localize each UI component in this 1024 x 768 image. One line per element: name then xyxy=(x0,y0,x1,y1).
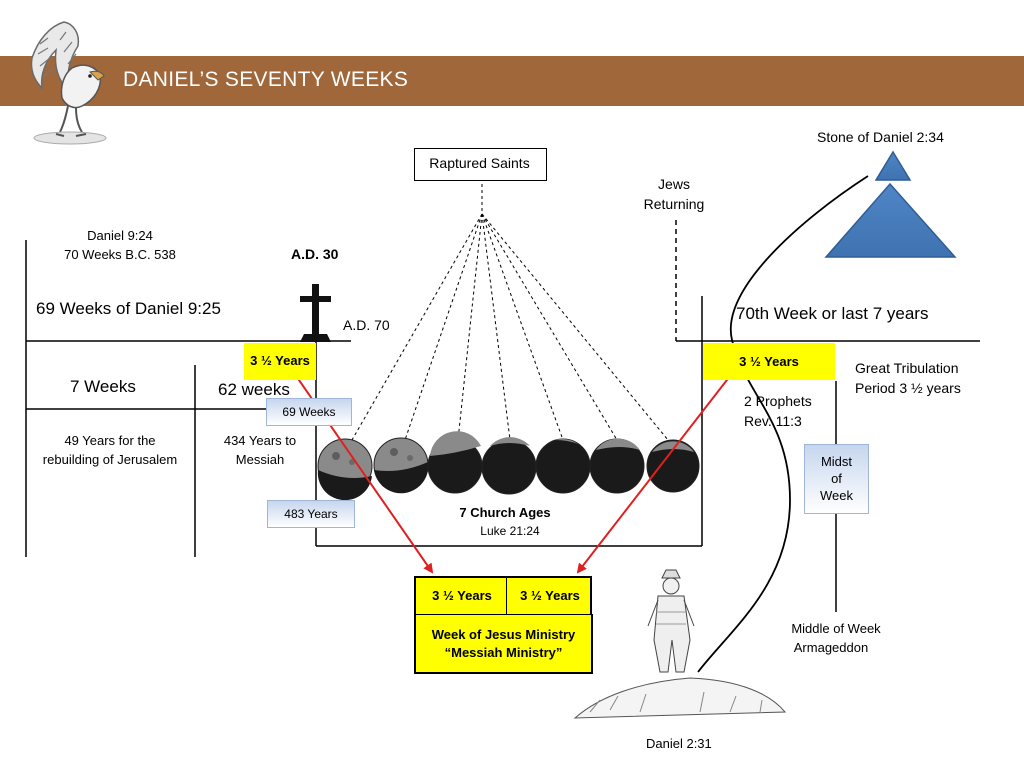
ad30-label: A.D. 30 xyxy=(291,246,339,262)
two-prophets-label-2: Rev. 11:3 xyxy=(744,413,802,429)
church-ages-box xyxy=(316,296,703,547)
great-trib-label-1: Great Tribulation xyxy=(855,360,959,376)
midst-of-week-box: Midst of Week xyxy=(804,444,869,514)
great-trib-label-2: Period 3 ½ years xyxy=(855,380,961,396)
church-ages-label: 7 Church Ages xyxy=(459,505,551,520)
daniel-231-label: Daniel 2:31 xyxy=(646,736,712,751)
midst-label-2: of xyxy=(831,471,842,486)
raptured-saints-box xyxy=(414,148,547,181)
ad70-label: A.D. 70 xyxy=(343,317,390,333)
middle-week-label: Middle of Week xyxy=(791,621,881,636)
moon-phase-icon xyxy=(427,431,483,494)
two-prophets-label-1: 2 Prophets xyxy=(744,393,812,409)
moon-phases xyxy=(317,431,700,501)
left-half-years-label: 3 ½ Years xyxy=(250,353,310,368)
right-half-years-label: 3 ½ Years xyxy=(739,354,799,369)
ministry-label-2: “Messiah Ministry” xyxy=(444,645,563,660)
sixty-nine-weeks-label: 69 Weeks of Daniel 9:25 xyxy=(36,299,221,318)
title-bar xyxy=(0,56,1024,106)
stone-triangle-icon xyxy=(824,150,957,258)
stone-path xyxy=(697,175,869,673)
moon-phase-icon xyxy=(589,438,645,494)
ministry-half-label-1: 3 ½ Years xyxy=(432,588,492,603)
rapture-lines xyxy=(351,178,669,441)
four-thirty-four-label-2: Messiah xyxy=(235,452,285,467)
four-thirty-four-label-1: 434 Years to xyxy=(223,433,297,448)
luke-label: Luke 21:24 xyxy=(480,524,540,538)
daniel-924-label: Daniel 9:24 xyxy=(87,228,153,243)
seven-weeks-label: 7 Weeks xyxy=(70,377,136,396)
midst-label-3: Week xyxy=(820,488,853,503)
statue-image xyxy=(573,569,787,719)
ministry-half-label-2: 3 ½ Years xyxy=(520,588,580,603)
sixty-two-weeks-label: 62 weeks xyxy=(218,380,290,399)
armageddon-label: Armageddon xyxy=(793,640,869,655)
left-timeline xyxy=(25,240,351,557)
midst-label-1: Midst xyxy=(820,454,853,469)
left-half-years-box xyxy=(244,343,316,380)
moon-phase-icon xyxy=(481,437,537,495)
moon-phase-icon xyxy=(646,439,700,493)
moon-phase-icon xyxy=(373,437,429,494)
stone-label: Stone of Daniel 2:34 xyxy=(817,129,944,145)
seventy-weeks-label: 70 Weeks B.C. 538 xyxy=(64,247,176,262)
moon-phase-icon xyxy=(317,438,373,501)
slide-title: DANIEL’S SEVENTY WEEKS xyxy=(123,68,409,91)
raptured-saints-label: Raptured Saints xyxy=(429,155,530,171)
blue-483-years-box: 483 Years xyxy=(267,500,355,528)
ministry-label-1: Week of Jesus Ministry xyxy=(431,627,576,642)
right-half-years-box xyxy=(703,343,835,380)
eagle-logo xyxy=(30,21,107,145)
moon-phase-icon xyxy=(535,438,591,494)
jews-returning-label-2: Returning xyxy=(643,196,705,212)
seventieth-week-label: 70th Week or last 7 years xyxy=(736,304,929,323)
ministry-box xyxy=(414,614,593,674)
cross-icon xyxy=(300,284,331,342)
jews-returning-label-1: Jews xyxy=(658,176,690,192)
blue-69-weeks-box: 69 Weeks xyxy=(266,398,352,426)
forty-nine-years-label-2: rebuilding of Jerusalem xyxy=(42,452,178,467)
forty-nine-years-label-1: 49 Years for the xyxy=(64,433,156,448)
